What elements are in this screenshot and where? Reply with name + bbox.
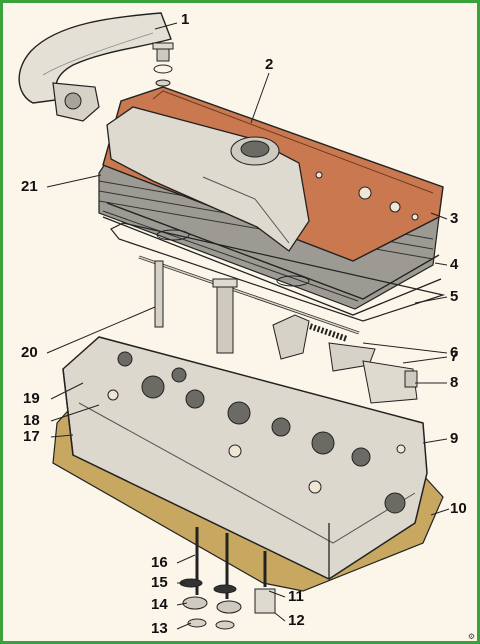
callout-6: 6 — [450, 344, 459, 361]
callout-17: 17 — [23, 428, 40, 445]
callout-7: 7 — [450, 348, 459, 365]
callout-12: 12 — [288, 612, 305, 629]
callout-10: 10 — [450, 500, 467, 517]
callout-14: 14 — [151, 596, 168, 613]
callout-21: 21 — [21, 178, 38, 195]
callout-13: 13 — [151, 620, 168, 637]
callout-9: 9 — [450, 430, 459, 447]
callout-5: 5 — [450, 288, 459, 305]
part-9-cylinder-head — [62, 336, 428, 580]
callout-19: 19 — [23, 390, 40, 407]
callout-15: 15 — [151, 574, 168, 591]
part-1-hose — [18, 12, 172, 122]
gear-icon: ⚙ — [467, 632, 475, 641]
callout-11: 11 — [288, 588, 304, 605]
callout-4: 4 — [450, 256, 459, 273]
callout-2: 2 — [265, 56, 274, 73]
callout-18: 18 — [23, 412, 40, 429]
part-11-16-valves — [179, 527, 276, 630]
cylinder-head-exploded-view — [18, 12, 450, 630]
part-2-valve-cover — [102, 86, 444, 262]
part-3-4-5-gaskets — [102, 202, 446, 322]
callout-8: 8 — [450, 374, 459, 391]
callout-20: 20 — [21, 344, 38, 361]
callout-16: 16 — [151, 554, 168, 571]
part-filler-plug — [152, 42, 174, 87]
leader-lines — [46, 22, 450, 630]
callout-3: 3 — [450, 210, 459, 227]
callout-1: 1 — [181, 11, 190, 28]
part-20-rocker-shaft — [138, 255, 418, 404]
